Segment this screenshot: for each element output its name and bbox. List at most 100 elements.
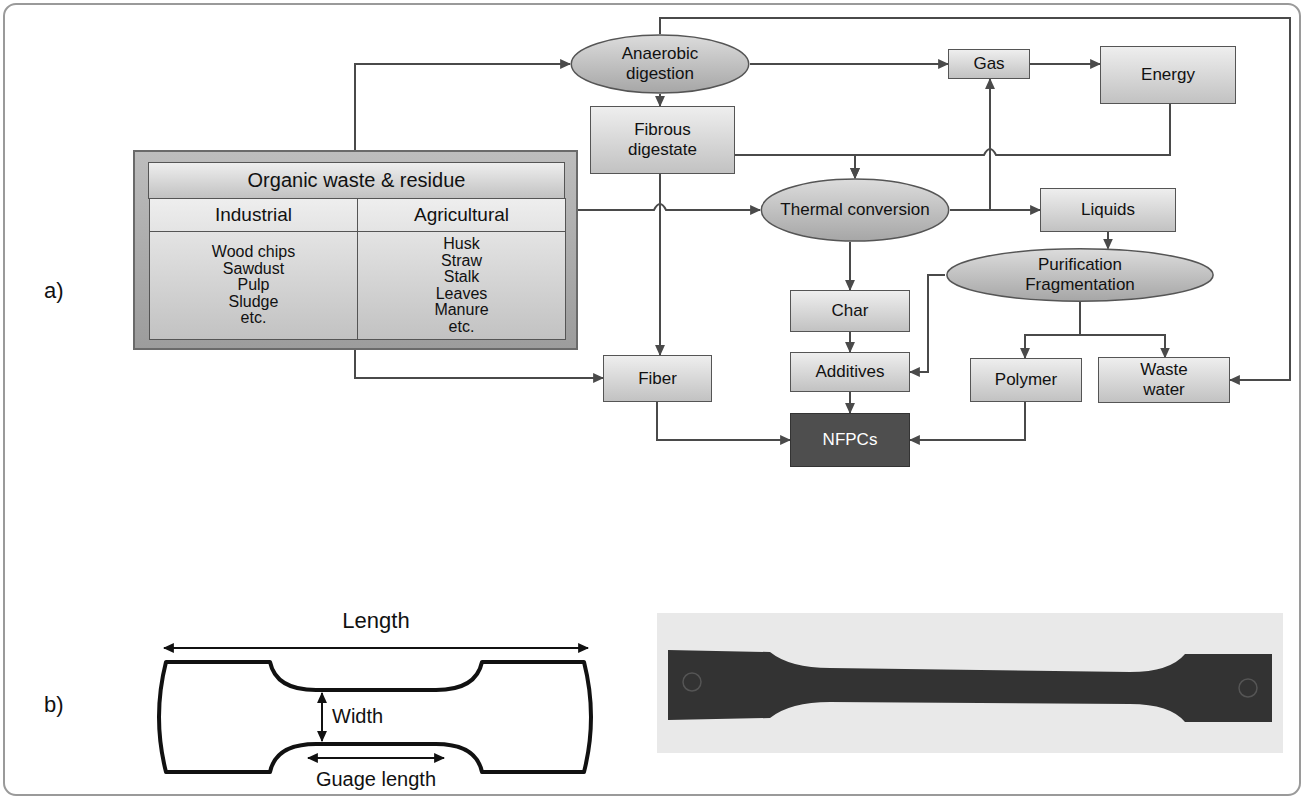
flow-arrow [578,204,760,210]
flow-arrow [657,402,790,440]
text-wrap: Liquids [1081,200,1135,220]
flow-arrow [355,64,570,150]
product-box: Gas [948,49,1030,79]
node-label: Anaerobic digestion [622,44,699,83]
node-label: Thermal conversion [780,200,929,220]
text-wrap: Anaerobic digestion [622,44,699,83]
flow-arrow [855,104,1170,178]
flow-arrow [950,79,990,210]
dimension-label: Width [332,705,383,728]
flow-arrow [1030,63,1100,65]
text-wrap: Polymer [995,370,1057,390]
node-label: Fibrous digestate [628,120,697,159]
flow-arrow [849,332,851,352]
text-wrap: Fiber [638,369,677,389]
specimen-hole [1239,679,1257,697]
product-box: Additives [790,352,910,392]
header-band: Organic waste & residue [148,162,565,199]
list-item: Sawdust [223,261,284,278]
panel-letter: b) [44,692,64,717]
list-item: Stalk [444,269,480,286]
process-ellipse: Purification Fragmentation [945,248,1215,302]
flow-arrow [950,209,1040,211]
flow-arrow [849,392,851,413]
photo-background [657,613,1283,753]
flow-arrow [735,155,855,178]
text-wrap: Fibrous digestate [628,120,697,159]
flow-arrow [1080,302,1165,357]
width-arrow [321,693,323,741]
column-header: Agricultural [358,199,565,232]
list-item: Pulp [237,277,269,294]
dimension-label: Length [276,608,476,633]
length-arrow [164,647,588,649]
product-box: Fibrous digestate [590,106,735,174]
node-label: Gas [973,54,1004,74]
text-wrap: Energy [1141,65,1195,85]
column-heading: Industrial [215,204,292,226]
list-item: Straw [441,253,482,270]
label-holder: Length [276,608,476,633]
flow-arrow [1025,302,1080,358]
text-wrap: Thermal conversion [780,200,929,220]
text-wrap: Purification Fragmentation [1025,255,1135,294]
label-holder: Width [332,705,383,728]
panel-letter: a) [44,278,64,303]
node-label: Char [832,301,869,321]
process-ellipse: Thermal conversion [760,178,950,242]
column-heading: Agricultural [414,204,509,226]
node-label: Energy [1141,65,1195,85]
flow-arrow [750,63,948,65]
specimen-hole [683,673,701,691]
node-label: Waste water [1140,360,1188,399]
column-list: Wood chipsSawdustPulpSludgeetc. [150,232,357,339]
text-wrap: Char [832,301,869,321]
flow-arrow [355,350,603,378]
column-list: HuskStrawStalkLeavesManureetc. [358,232,565,339]
text-wrap: Waste water [1140,360,1188,399]
text-wrap: NFPCs [823,430,878,450]
label-holder: b) [44,692,64,717]
node-label: NFPCs [823,430,878,450]
list-item: etc. [449,319,475,336]
flow-arrow [660,18,1290,380]
column-header: Industrial [150,199,357,232]
product-box: Energy [1100,46,1236,104]
list-item: Husk [443,236,479,253]
process-ellipse: Anaerobic digestion [570,34,750,94]
flow-arrow [849,242,851,290]
source-column: AgriculturalHuskStrawStalkLeavesManureet… [357,198,566,340]
text-wrap: Additives [816,362,885,382]
list-item: Manure [434,302,488,319]
source-group: Organic waste & residueIndustrialWood ch… [133,150,578,350]
specimen-photo [668,650,1272,722]
label-holder: a) [44,278,64,303]
flow-arrow [659,174,661,355]
flow-arrow [1107,232,1109,249]
source-column: IndustrialWood chipsSawdustPulpSludgeetc… [149,198,358,340]
node-label: Liquids [1081,200,1135,220]
node-label: Fiber [638,369,677,389]
node-label: Purification Fragmentation [1025,255,1135,294]
result-box: NFPCs [790,413,910,467]
flow-arrow [659,94,661,106]
product-box: Fiber [603,355,712,402]
figure-frame [4,4,1300,795]
group-title: Organic waste & residue [248,169,466,192]
list-item: Sludge [229,294,279,311]
product-box: Waste water [1098,357,1230,402]
label-holder: Guage length [276,768,476,791]
gauge-length-arrow [308,757,444,759]
node-label: Polymer [995,370,1057,390]
list-item: Wood chips [212,244,295,261]
flow-arrow [910,402,1025,440]
flow-arrow [910,275,945,372]
list-item: Leaves [436,286,488,303]
product-box: Char [790,290,910,332]
text-wrap: Gas [973,54,1004,74]
list-item: etc. [241,310,267,327]
dogbone-outline [159,662,591,772]
